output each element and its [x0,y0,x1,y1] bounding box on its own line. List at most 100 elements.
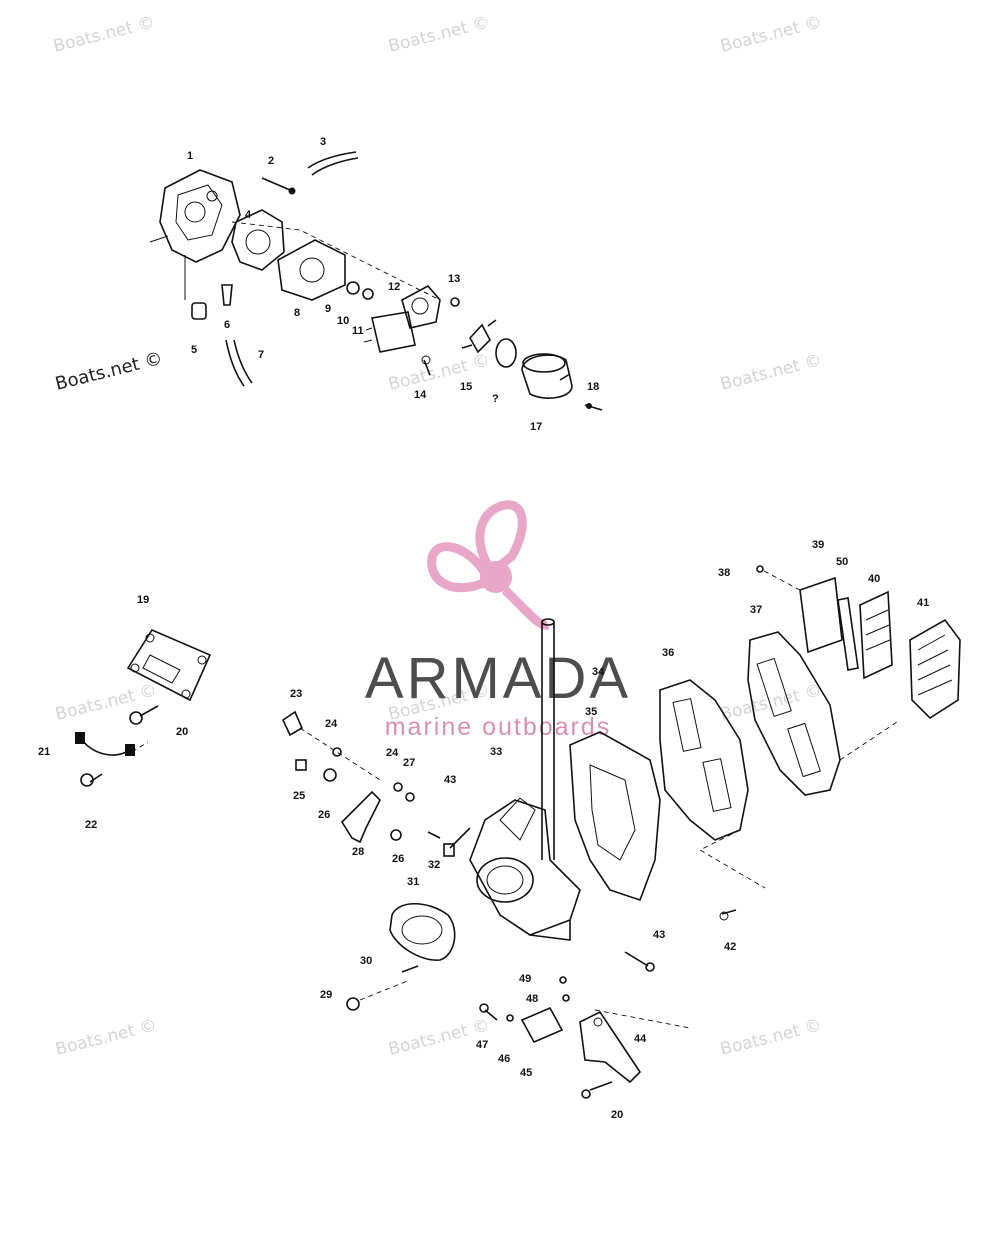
callout-label: 13 [448,273,460,285]
callout-label: 20 [611,1109,623,1121]
screw-13 [450,297,460,307]
watermark: Boats.net © [718,680,823,724]
lower-assembly [75,565,961,1099]
screw-38 [756,565,764,573]
plate-8 [277,239,346,301]
nut-29 [346,997,360,1011]
callout-label: 40 [868,573,880,585]
carburetor-body [159,169,241,263]
callout-label: 35 [585,706,597,718]
callout-label: 12 [388,281,400,293]
callout-label: 43 [653,929,665,941]
fitting-6 [221,284,233,306]
callout-label: 1 [187,150,193,162]
screw-42 [721,909,737,915]
nut-24 [332,747,342,757]
callout-label: 34 [592,666,605,678]
hose-3 [311,157,359,176]
clamp-21 [81,739,133,756]
screw-30 [401,965,419,973]
ring-10 [362,288,374,300]
callout-label: 22 [85,819,97,831]
callout-label: 8 [294,307,300,319]
propeller-logo-icon [427,500,550,630]
callout-label: 39 [812,539,824,551]
bolt-43 [449,827,471,849]
watermark: Boats.net © [53,348,165,395]
callout-label: 6 [224,319,230,331]
impeller-15 [461,319,497,354]
washer-46 [506,1014,514,1022]
callout-label: 9 [325,303,331,315]
reed-plate-39 [799,576,843,654]
arm-44 [579,1010,642,1084]
watermark: Boats.net © [51,12,156,56]
watermark: Boats.net © [386,350,491,394]
callout-label: 25 [293,790,305,802]
bolt-5 [191,302,207,320]
screw-32 [427,831,441,839]
seal-ring [495,338,517,368]
callout-label: 23 [290,688,302,700]
screw-2 [261,177,291,191]
callout-label: 29 [320,989,332,1001]
callout-label: 50 [836,556,848,568]
washer-26b [390,829,402,841]
callout-label: 19 [137,594,149,606]
watermark: Boats.net © [718,12,823,56]
callout-label: 38 [718,567,730,579]
watermark: Boats.net © [718,1015,823,1059]
callout-label: 24 [325,718,338,730]
cup-17 [521,354,573,399]
washer-26 [323,768,337,782]
fitting-23 [281,710,304,737]
bolt-20 [139,705,159,717]
callout-label: 14 [414,389,427,401]
clip-9 [346,281,360,295]
bolt-43b [624,951,649,967]
nut-25 [295,759,307,771]
callout-label: 10 [337,315,349,327]
callout-label: 20 [176,726,188,738]
callout-label: 27 [403,757,415,769]
top-assembly [149,151,603,411]
callout-label: 11 [352,325,364,337]
callout-label: 15 [460,381,472,393]
callout-labels: 1 2 3 4 5 6 7 8 9 10 11 12 13 14 15 ? 17… [38,136,929,1121]
callout-label: 49 [519,973,531,985]
callout-label: 31 [407,876,419,888]
callout-label: 46 [498,1053,510,1065]
screw-49 [559,976,567,984]
callout-label: 30 [360,955,372,967]
bolt-22 [80,773,94,787]
callout-label: ? [492,393,499,405]
callout-label: 47 [476,1039,488,1051]
callout-label: 42 [724,941,736,953]
plate-19 [126,628,212,702]
watermark: Boats.net © [53,680,158,724]
callout-label: 28 [352,846,364,858]
watermark: Boats.net © [718,350,823,394]
watermark: Boats.net © [386,12,491,56]
reed-block-41 [909,618,961,720]
callout-label: 32 [428,859,440,871]
bolt-27 [405,792,415,802]
watermark-layer: Boats.net © Boats.net © Boats.net © Boat… [51,12,823,1059]
reed-40 [859,590,893,680]
callout-label: 43 [444,774,456,786]
bolt-20b [589,1081,613,1091]
callout-label: 4 [245,209,252,221]
callout-label: 24 [386,747,399,759]
callout-label: 48 [526,993,538,1005]
bracket-28 [340,790,381,844]
callout-label: 44 [634,1033,647,1045]
screw-14 [423,359,431,376]
pump-body-11 [371,311,416,353]
bracket-45 [520,1006,564,1044]
callout-label: 21 [38,746,50,758]
callout-label: 7 [258,349,264,361]
callout-label: 45 [520,1067,532,1079]
washer-24b [393,782,403,792]
callout-label: 36 [662,647,674,659]
